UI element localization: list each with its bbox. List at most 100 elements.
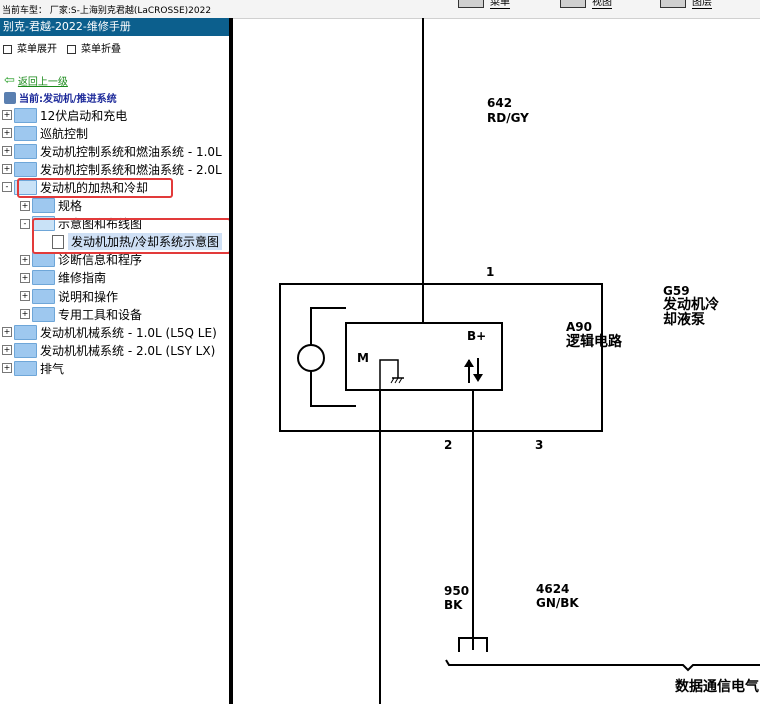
open-folder-icon bbox=[14, 179, 37, 195]
connector-terminal bbox=[458, 637, 488, 652]
highlight-box-heating-cooling bbox=[17, 178, 173, 198]
ground-icon bbox=[390, 377, 404, 384]
tree-item-label: 12伏启动和充电 bbox=[40, 108, 128, 123]
tree-item-label: 示意图和布线图 bbox=[58, 217, 143, 232]
expand-plus-icon[interactable]: + bbox=[2, 164, 12, 175]
highlight-box-schematic bbox=[32, 218, 229, 254]
tree-item-label: 发动机机械系统 - 2.0L (LSY LX) bbox=[40, 343, 216, 358]
component-id: G59 bbox=[663, 284, 690, 298]
layer-button[interactable]: 图层 bbox=[660, 0, 712, 9]
expand-icon bbox=[3, 44, 12, 54]
tree-item-label: 发动机加热/冷却系统示意图 bbox=[68, 233, 223, 251]
menu-toggle-row: 菜单展开 菜单折叠 bbox=[3, 40, 121, 55]
folder-icon bbox=[14, 125, 37, 141]
view-button[interactable]: 视图 bbox=[560, 0, 612, 9]
tree-item-label: 发动机控制系统和燃油系统 - 1.0L bbox=[40, 144, 222, 159]
tree-item-label: 发动机的加热和冷却 bbox=[40, 180, 149, 195]
folder-icon bbox=[32, 252, 55, 268]
component-name-line1: 发动机冷 bbox=[662, 296, 719, 313]
wire-left-color: BK bbox=[444, 598, 463, 612]
tree-item[interactable]: +排气 bbox=[2, 359, 64, 377]
menu-button[interactable]: 菜单 bbox=[458, 0, 510, 9]
expand-plus-icon[interactable]: + bbox=[2, 146, 12, 157]
layer-icon bbox=[660, 0, 686, 8]
folder-icon bbox=[32, 198, 55, 213]
wire-left-circuit: 950 bbox=[444, 584, 469, 598]
tree-item-label: 发动机控制系统和燃油系统 - 2.0L bbox=[40, 162, 222, 177]
sidebar: 别克-君越-2022-维修手册 菜单展开 菜单折叠 ⇦ 返回上一级 当前:发动机… bbox=[0, 18, 229, 704]
expand-plus-icon[interactable]: + bbox=[20, 309, 30, 320]
wire-right-circuit: 4624 bbox=[536, 582, 569, 596]
pin-2: 2 bbox=[444, 438, 452, 452]
collapse-icon bbox=[67, 44, 76, 54]
data-bus-line bbox=[445, 659, 760, 672]
wire-right-color: GN/BK bbox=[536, 596, 579, 610]
computer-icon bbox=[4, 91, 16, 104]
expand-plus-icon[interactable]: + bbox=[2, 128, 12, 139]
tree-item-label: 维修指南 bbox=[58, 271, 107, 286]
back-link-label: 返回上一级 bbox=[17, 77, 68, 88]
bidirectional-arrow-icon bbox=[464, 358, 483, 383]
tree-item[interactable]: + 专用工具和设备 bbox=[20, 305, 142, 323]
module-id: A90 bbox=[566, 320, 592, 334]
expand-plus-icon[interactable]: + bbox=[2, 110, 12, 120]
tree-item[interactable]: + 发动机机械系统 - 2.0L (LSY LX) bbox=[2, 341, 215, 359]
bplus-label: B+ bbox=[467, 329, 486, 343]
collapse-minus-icon[interactable]: - bbox=[20, 218, 30, 229]
tree-item[interactable]: - 发动机的加热和冷却 bbox=[2, 178, 148, 196]
tree-item[interactable]: 发动机加热/冷却系统示意图 bbox=[38, 233, 223, 251]
layer-button-label: 图层 bbox=[692, 0, 712, 9]
module-name: 逻辑电路 bbox=[566, 333, 623, 350]
expand-plus-icon[interactable]: + bbox=[2, 327, 12, 338]
back-arrow-icon: ⇦ bbox=[4, 73, 15, 88]
expand-menu-label: 菜单展开 bbox=[17, 44, 57, 55]
tree-item[interactable]: + 规格 bbox=[20, 197, 82, 215]
expand-menu-button[interactable]: 菜单展开 bbox=[3, 40, 57, 55]
logic-module-box bbox=[345, 322, 503, 391]
tree-item[interactable]: +发动机机械系统 - 1.0L (L5Q LE) bbox=[2, 323, 217, 341]
panel-divider[interactable] bbox=[229, 18, 233, 704]
expand-plus-icon[interactable]: + bbox=[20, 272, 30, 283]
expand-plus-icon[interactable]: + bbox=[2, 363, 12, 374]
wire-top-circuit: 642 bbox=[487, 96, 512, 110]
expand-plus-icon[interactable]: + bbox=[20, 200, 30, 211]
document-icon bbox=[52, 234, 64, 249]
folder-icon bbox=[32, 288, 55, 304]
tree-item-label: 规格 bbox=[58, 199, 83, 213]
pin-3: 3 bbox=[535, 438, 543, 452]
top-toolbar: 当前车型： 厂家:S-上海别克君越(LaCROSSE)2022 菜单 视图 图层 bbox=[0, 0, 760, 19]
tree-item[interactable]: + 巡航控制 bbox=[2, 124, 88, 142]
component-name-line2: 却液泵 bbox=[663, 311, 705, 328]
collapse-menu-button[interactable]: 菜单折叠 bbox=[67, 40, 121, 55]
tree-item[interactable]: +说明和操作 bbox=[20, 287, 118, 305]
tree-item[interactable]: +12伏启动和充电 bbox=[2, 106, 127, 124]
folder-icon bbox=[14, 107, 37, 123]
expand-plus-icon[interactable]: + bbox=[20, 291, 30, 301]
collapse-minus-icon[interactable]: - bbox=[2, 182, 12, 193]
tree-item[interactable]: +诊断信息和程序 bbox=[20, 251, 142, 269]
folder-icon bbox=[14, 324, 37, 340]
motor-symbol bbox=[297, 344, 325, 372]
tree-item-label: 巡航控制 bbox=[40, 126, 89, 141]
back-link[interactable]: ⇦ 返回上一级 bbox=[4, 73, 68, 88]
view-icon bbox=[560, 0, 586, 8]
manual-title: 别克-君越-2022-维修手册 bbox=[0, 18, 229, 36]
current-path-label: 当前:发动机/推进系统 bbox=[19, 94, 117, 105]
tree-item[interactable]: + 发动机控制系统和燃油系统 - 1.0L bbox=[2, 142, 222, 160]
folder-icon bbox=[14, 143, 37, 159]
view-button-label: 视图 bbox=[592, 0, 612, 9]
pin-1: 1 bbox=[486, 265, 494, 279]
menu-icon bbox=[458, 0, 484, 8]
coolant-pump-box bbox=[279, 283, 603, 432]
tree-item[interactable]: + 发动机控制系统和燃油系统 - 2.0L bbox=[2, 160, 222, 178]
wiring-diagram: 642 RD/GY 1 M B+ A90 逻辑电路 G59 发动机冷 却液泵 2… bbox=[279, 18, 760, 704]
menu-button-label: 菜单 bbox=[490, 0, 510, 9]
folder-icon bbox=[14, 342, 37, 358]
folder-icon bbox=[32, 270, 55, 286]
current-path: 当前:发动机/推进系统 bbox=[4, 90, 117, 105]
expand-plus-icon[interactable]: + bbox=[20, 254, 30, 265]
tree-item[interactable]: + 维修指南 bbox=[20, 269, 106, 287]
expand-plus-icon[interactable]: + bbox=[2, 345, 12, 356]
current-vehicle-text: 当前车型： 厂家:S-上海别克君越(LaCROSSE)2022 bbox=[2, 6, 212, 16]
tree-item-label: 专用工具和设备 bbox=[58, 307, 143, 322]
